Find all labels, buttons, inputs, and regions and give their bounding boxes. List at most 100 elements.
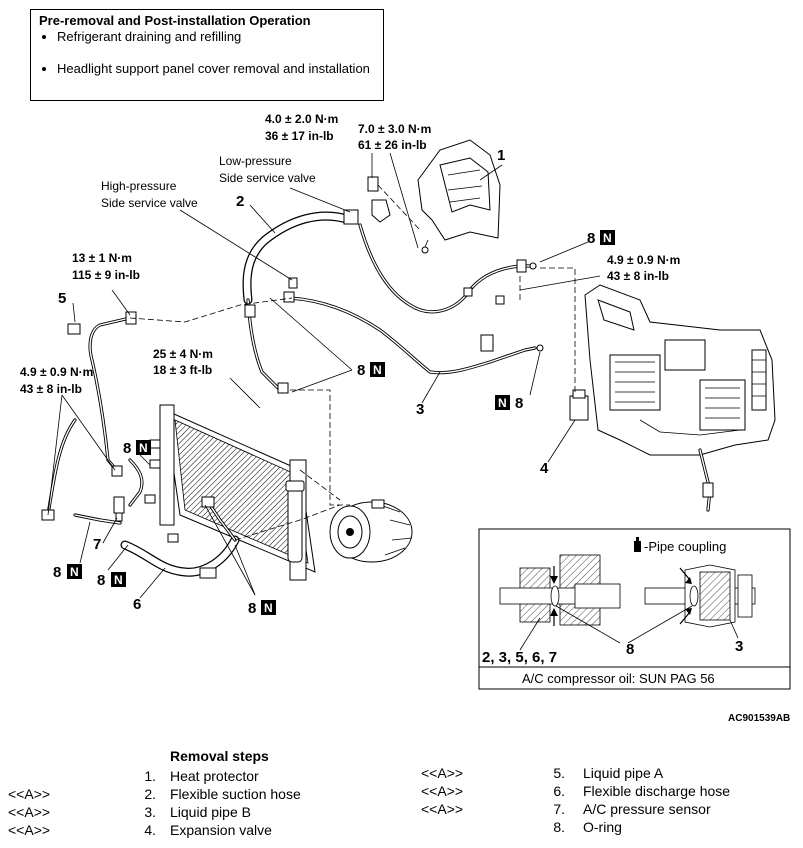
torque-label: 13 ± 1 N·m (72, 251, 132, 265)
part-number-8: 8 (53, 564, 61, 581)
torque-label: 4.9 ± 0.9 N·m (20, 365, 93, 379)
part-number-8: 8 (97, 572, 105, 589)
part-number-4: 4 (540, 460, 549, 477)
suction-pipe (358, 223, 537, 314)
flexible-discharge-hose (120, 496, 240, 579)
torque-label: 61 ± 26 in-lb (358, 138, 427, 152)
part-number-8: 8 (357, 362, 365, 379)
removal-step: <<A>> 4. Expansion valve (8, 821, 388, 839)
ac-piping-diagram: 4.0 ± 2.0 N·m 36 ± 17 in-lb 7.0 ± 3.0 N·… (20, 112, 791, 690)
note-item: Headlight support panel cover removal an… (57, 61, 375, 77)
pipe-coupling-inset: -Pipe coupling 2, 3, 5, 6, 7 8 3 A/C com… (478, 528, 791, 690)
step-name: Flexible suction hose (170, 786, 301, 802)
removal-steps: Removal steps 1. Heat protector <<A>> 2.… (0, 748, 803, 848)
o-ring-callout: 8 N (53, 564, 82, 581)
part-number-8: 8 (123, 440, 131, 457)
torque-label: 7.0 ± 3.0 N·m (358, 122, 431, 136)
removal-step: 1. Heat protector (8, 767, 388, 785)
part-number-5: 5 (58, 290, 66, 307)
step-name: Flexible discharge hose (583, 783, 731, 799)
oil-can-icon (634, 537, 641, 552)
step-number: 7. (553, 801, 565, 817)
step-number: 4. (144, 822, 156, 838)
heat-protector (417, 139, 501, 254)
step-number: 3. (144, 804, 156, 820)
torque-label: 36 ± 17 in-lb (265, 129, 334, 143)
badge-n: N (264, 601, 273, 615)
o-ring-callout: N 8 (495, 395, 523, 412)
step-name: Expansion valve (170, 822, 272, 838)
part-number-2: 2 (236, 193, 244, 210)
step-name: Liquid pipe A (583, 765, 664, 781)
badge-n: N (114, 573, 123, 587)
step-number: 1. (144, 768, 156, 784)
step-number: 2. (144, 786, 156, 802)
o-ring-callout: 8 N (357, 362, 385, 379)
part-number-7: 7 (93, 536, 101, 553)
note-list: Refrigerant draining and refilling Headl… (39, 29, 375, 77)
hvac-unit (569, 284, 776, 512)
inset-left-label: 2, 3, 5, 6, 7 (482, 649, 557, 666)
liquid-pipe-b (283, 277, 544, 375)
step-mark: <<A>> (421, 783, 464, 799)
removal-step: <<A>> 5. Liquid pipe A (421, 764, 801, 782)
part-number-1: 1 (497, 147, 505, 164)
removal-step: <<A>> 2. Flexible suction hose (8, 785, 388, 803)
badge-n: N (373, 363, 382, 377)
pre-removal-note: Pre-removal and Post-installation Operat… (30, 9, 384, 101)
step-mark: <<A>> (8, 786, 51, 802)
badge-n: N (139, 441, 148, 455)
step-name: O-ring (583, 819, 622, 835)
note-title: Pre-removal and Post-installation Operat… (39, 13, 311, 28)
torque-label: 18 ± 3 ft-lb (153, 363, 212, 377)
high-pressure-valve-label: Side service valve (101, 196, 198, 210)
compressor-oil-note: A/C compressor oil: SUN PAG 56 (522, 671, 715, 686)
removal-step: <<A>> 3. Liquid pipe B (8, 803, 388, 821)
figure-code: AC901539AB (728, 713, 791, 724)
step-name: Heat protector (170, 768, 259, 784)
step-mark: <<A>> (421, 801, 464, 817)
torque-label: 25 ± 4 N·m (153, 347, 213, 361)
part-number-8: 8 (587, 230, 595, 247)
torque-label: 43 ± 8 in-lb (607, 269, 669, 283)
low-pressure-valve-label: Low-pressure (219, 154, 292, 168)
part-number-3: 3 (416, 401, 424, 418)
torque-label: 4.9 ± 0.9 N·m (607, 253, 680, 267)
step-name: A/C pressure sensor (583, 801, 711, 817)
step-mark: <<A>> (8, 804, 51, 820)
inset-center-label: 8 (626, 641, 634, 658)
step-mark: <<A>> (8, 822, 51, 838)
step-name: Liquid pipe B (170, 804, 251, 820)
torque-label: 115 ± 9 in-lb (72, 268, 140, 282)
part-number-8: 8 (248, 600, 256, 617)
high-pressure-valve-label: High-pressure (101, 179, 177, 193)
part-number-6: 6 (133, 596, 141, 613)
o-ring-callout: 8 N (123, 440, 151, 457)
pipe-coupling-legend: -Pipe coupling (644, 539, 726, 554)
low-pressure-valve-label: Side service valve (219, 171, 316, 185)
removal-step: <<A>> 7. A/C pressure sensor (421, 800, 801, 818)
compressor (329, 499, 413, 563)
pressure-sensor (113, 496, 125, 522)
badge-n: N (498, 396, 507, 410)
part-number-8: 8 (515, 395, 523, 412)
badge-n: N (70, 565, 79, 579)
o-ring-callout: 8 N (97, 572, 126, 589)
o-ring-callout: 8 N (248, 600, 276, 617)
dashed-leaders (129, 184, 576, 541)
badge-n: N (603, 231, 612, 245)
removal-step: <<A>> 6. Flexible discharge hose (421, 782, 801, 800)
removal-step: 8. O-ring (421, 818, 801, 836)
condenser (144, 404, 316, 581)
note-item: Refrigerant draining and refilling (57, 29, 375, 45)
step-number: 8. (553, 819, 565, 835)
step-number: 6. (553, 783, 565, 799)
leader-lines (47, 152, 601, 599)
torque-label: 43 ± 8 in-lb (20, 382, 82, 396)
step-mark: <<A>> (421, 765, 464, 781)
o-ring-callout: 8 N (587, 230, 615, 247)
flexible-suction-hose (242, 176, 391, 394)
removal-steps-header: Removal steps (170, 748, 269, 764)
inset-right-label: 3 (735, 638, 743, 655)
step-number: 5. (553, 765, 565, 781)
